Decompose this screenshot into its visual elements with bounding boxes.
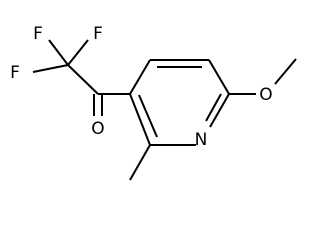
bond-c2-methyl <box>129 144 151 181</box>
atom-f-top-left: F <box>33 24 43 44</box>
bonds <box>32 39 297 181</box>
atom-o-carbonyl: O <box>91 119 104 139</box>
bond-cf3-f-top-right <box>67 39 89 66</box>
chemical-structure: F F F O N O <box>10 24 297 181</box>
bond-ring-c5-c6 <box>208 59 230 95</box>
bond-ring-c2-c3-inner <box>138 94 158 138</box>
bond-ring-c2-c3 <box>129 93 151 146</box>
bond-cf3-f-left <box>32 64 69 73</box>
atom-o-methoxy: O <box>259 85 272 105</box>
atom-n-ring: N <box>195 130 208 150</box>
bond-ring-c3-c4 <box>129 59 151 95</box>
bond-o-methyl <box>274 58 297 85</box>
bond-cf3-f-top-left <box>48 39 69 66</box>
atom-f-top-right: F <box>93 24 103 44</box>
bond-ring-c6-n <box>209 93 230 128</box>
atom-f-left: F <box>10 63 20 83</box>
atom-labels: F F F O N O <box>10 24 273 150</box>
bond-cf3-carbonyl <box>67 64 99 95</box>
bond-ring-c6-n-inner <box>205 93 222 122</box>
